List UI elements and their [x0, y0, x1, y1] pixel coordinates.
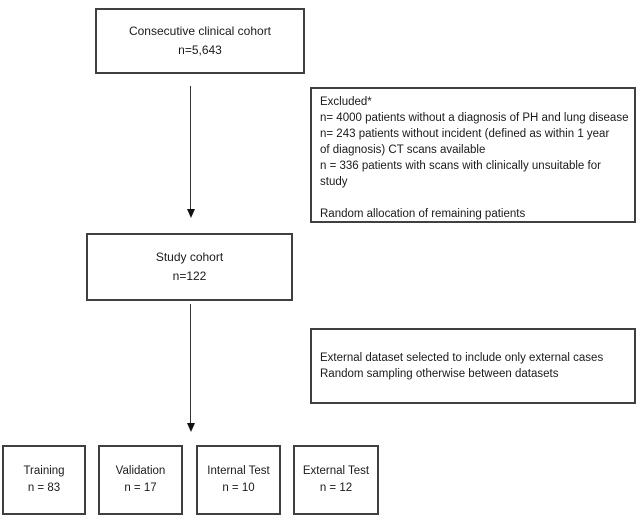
- external-test-box: External Test n = 12: [293, 445, 379, 515]
- excluded-line: of diagnosis) CT scans available: [320, 144, 486, 156]
- training-count: n = 83: [27, 482, 61, 494]
- excluded-line: Excluded*: [320, 96, 372, 108]
- study-cohort-count: n=122: [172, 269, 207, 283]
- external-note-line: Random sampling otherwise between datase…: [320, 368, 559, 380]
- internal-test-label: Internal Test: [207, 465, 270, 477]
- internal-test-count: n = 10: [222, 482, 255, 494]
- consecutive-cohort-count: n=5,643: [178, 43, 222, 57]
- arrow-head-icon: [186, 423, 195, 432]
- excluded-line: Random allocation of remaining patients: [320, 208, 526, 220]
- external-dataset-note-box: External dataset selected to include onl…: [310, 328, 636, 404]
- excluded-note-box: Excluded* n= 4000 patients without a dia…: [310, 87, 636, 223]
- excluded-line-blank: [320, 190, 626, 206]
- validation-count: n = 17: [124, 482, 157, 494]
- arrow-study-to-split: [186, 304, 195, 432]
- excluded-line: n= 4000 patients without a diagnosis of …: [320, 112, 629, 124]
- external-test-count: n = 12: [319, 482, 353, 494]
- excluded-line: study: [320, 176, 348, 188]
- validation-label: Validation: [115, 465, 166, 477]
- consecutive-cohort-label: Consecutive clinical cohort: [128, 24, 272, 38]
- excluded-line: n= 243 patients without incident (define…: [320, 128, 610, 140]
- study-cohort-box: Study cohort n=122: [86, 233, 293, 301]
- arrow-line: [190, 304, 191, 423]
- consecutive-cohort-box: Consecutive clinical cohort n=5,643: [95, 8, 305, 74]
- arrow-top-to-study: [186, 86, 195, 218]
- validation-box: Validation n = 17: [98, 445, 183, 515]
- training-label: Training: [23, 465, 65, 477]
- study-cohort-label: Study cohort: [155, 250, 224, 264]
- arrow-head-icon: [186, 209, 195, 218]
- training-box: Training n = 83: [2, 445, 86, 515]
- internal-test-box: Internal Test n = 10: [196, 445, 281, 515]
- external-note-line: External dataset selected to include onl…: [320, 352, 604, 364]
- external-test-label: External Test: [302, 465, 370, 477]
- excluded-line: n = 336 patients with scans with clinica…: [320, 160, 601, 172]
- arrow-line: [190, 86, 191, 209]
